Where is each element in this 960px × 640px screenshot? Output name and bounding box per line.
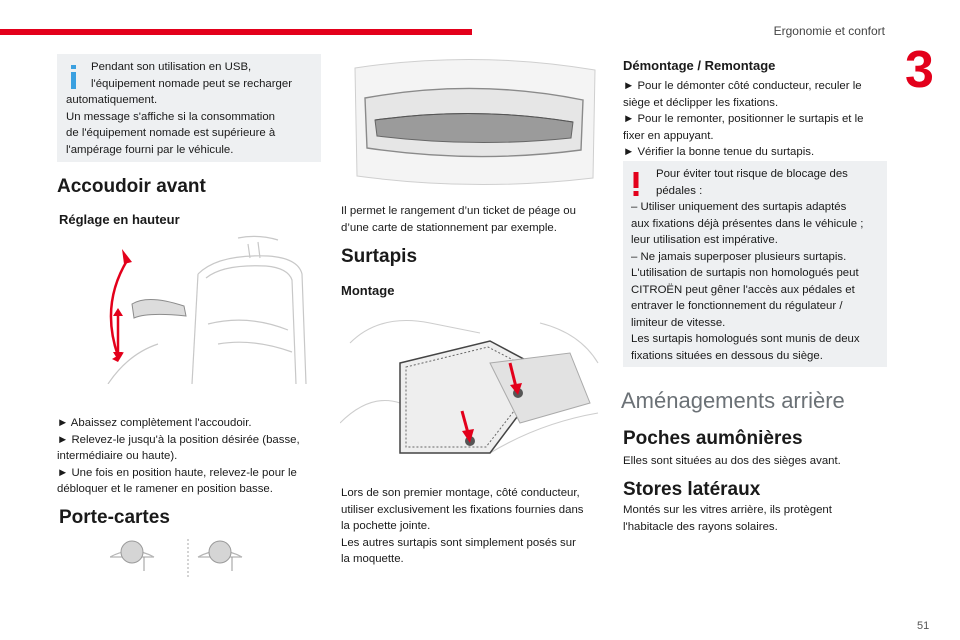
subheading-demontage: Démontage / Remontage	[623, 58, 776, 73]
armrest-illustration	[88, 234, 320, 384]
stores-text: Montés sur les vitres arrière, ils protè…	[623, 504, 832, 533]
card-holder-illustration	[110, 537, 270, 579]
heading-amenagements: Aménagements arrière	[621, 388, 845, 413]
ticket-text: Il permet le rangement d’un ticket de pé…	[341, 205, 576, 234]
subheading-montage: Montage	[341, 283, 395, 298]
step-line: ► Relevez-le jusqu'à la position désirée…	[57, 433, 300, 446]
info-box: Pendant son utilisation en USB, l'équipe…	[57, 54, 321, 162]
warning-box: Pour éviter tout risque de blocage des p…	[623, 161, 887, 367]
chapter-number: 3	[905, 41, 934, 99]
heading-stores: Stores latéraux	[623, 479, 761, 500]
heading-poches: Poches aumônières	[623, 428, 803, 449]
header-accent-bar	[0, 29, 472, 35]
subheading-reglage: Réglage en hauteur	[59, 212, 180, 227]
step-line: ► Pour le remonter, positionner le surta…	[623, 113, 864, 125]
heading-surtapis: Surtapis	[341, 246, 418, 267]
montage-text: Lors de son premier montage, côté conduc…	[341, 487, 584, 565]
step-line: fixer en appuyant.	[623, 129, 714, 142]
warning-text: Pour éviter tout risque de blocage des p…	[631, 168, 864, 362]
info-text: Pendant son utilisation en USB, l'équipe…	[66, 61, 293, 156]
info-icon	[70, 65, 78, 89]
step-line: siège et déclipper les fixations.	[623, 96, 779, 109]
poches-text: Elles sont situées au dos des sièges ava…	[623, 455, 841, 467]
heading-porte-cartes: Porte-cartes	[59, 507, 170, 528]
heading-accoudoir: Accoudoir avant	[57, 176, 206, 197]
ticket-holder-illustration	[345, 58, 603, 190]
step-line: ► Une fois en position haute, relevez-le…	[57, 466, 297, 479]
floor-mat-illustration	[340, 303, 602, 458]
demontage-steps: ► Pour le démonter côté conducteur, recu…	[623, 78, 888, 161]
step-line: débloquer et le ramener en position bass…	[57, 483, 273, 495]
reglage-steps: ► Abaissez complètement l'accoudoir. ► R…	[57, 415, 327, 498]
page-number: 51	[917, 620, 930, 632]
step-line: ► Pour le démonter côté conducteur, recu…	[623, 80, 862, 92]
warning-icon	[632, 172, 640, 196]
step-line: ► Vérifier la bonne tenue du surtapis.	[623, 146, 815, 158]
step-line: ► Abaissez complètement l'accoudoir.	[57, 417, 252, 429]
step-line: intermédiaire ou haute).	[57, 450, 178, 462]
section-title: Ergonomie et confort	[773, 24, 885, 38]
